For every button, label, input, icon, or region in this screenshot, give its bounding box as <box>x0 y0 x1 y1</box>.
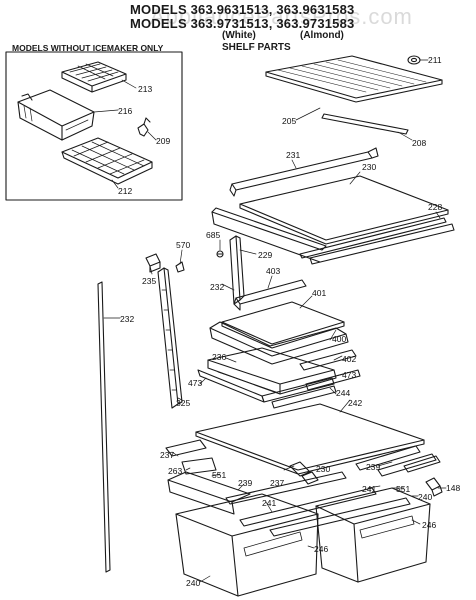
shelf-rail-drawing <box>321 113 409 135</box>
variant-white: (White) <box>222 30 256 41</box>
leader-lines <box>93 59 447 583</box>
part-number: 228 <box>428 202 442 212</box>
variant-almond: (Almond) <box>300 30 344 41</box>
models-line-2: MODELS 363.9731513, 363.9731583 <box>130 16 355 31</box>
part-number: 235 <box>142 276 156 286</box>
part-number: 236 <box>212 352 226 362</box>
side-rail-drawing <box>211 207 455 265</box>
cap-part-drawing <box>407 55 421 65</box>
inset-box <box>5 51 183 201</box>
shelf-trim-drawing <box>233 279 307 311</box>
part-number: 232 <box>210 282 224 292</box>
ice-tray-drawing <box>61 61 127 93</box>
knob-drawing <box>425 477 443 497</box>
ice-bin-drawing <box>17 89 95 141</box>
long-rail-mid-drawing <box>157 267 183 409</box>
long-rail-left-drawing <box>97 281 111 573</box>
bracket-drawing <box>137 117 151 137</box>
part-number-labels: 213 216 209 212 211 205 208 231 230 228 … <box>118 55 460 588</box>
part-number: 211 <box>428 55 442 65</box>
part-number: 148 <box>446 483 460 493</box>
part-number: 209 <box>156 136 170 146</box>
part-number: 237 <box>270 478 284 488</box>
part-number: 213 <box>138 84 152 94</box>
part-number: 401 <box>312 288 326 298</box>
part-number: 325 <box>176 398 190 408</box>
section-title: SHELF PARTS <box>222 42 291 53</box>
part-number: 242 <box>348 398 362 408</box>
screw-drawing <box>216 250 224 258</box>
part-number: 205 <box>282 116 296 126</box>
models-line-1: MODELS 363.9631513, 363.9631583 <box>130 2 355 17</box>
left-bracket-drawing <box>165 439 217 475</box>
part-number: 473 <box>188 378 202 388</box>
part-number: 402 <box>342 354 356 364</box>
front-trim-drawing <box>229 147 379 197</box>
part-number: 241 <box>362 484 376 494</box>
right-rail-drawing <box>355 445 441 477</box>
wire-shelf-drawing <box>265 55 443 103</box>
crisper-frame-drawing <box>207 347 357 395</box>
rack-drawing <box>61 137 153 185</box>
shelf-frame-drawing <box>209 321 349 365</box>
part-number: 239 <box>366 462 380 472</box>
watermark: AppliancePartsPros.com <box>150 4 413 29</box>
part-number: 244 <box>336 388 350 398</box>
mid-bracket-drawing <box>167 471 251 515</box>
glass-shelf-drawing <box>239 175 449 245</box>
clip-drawing <box>145 253 185 273</box>
part-number: 208 <box>412 138 426 148</box>
part-number: 246 <box>422 520 436 530</box>
part-number: 239 <box>238 478 252 488</box>
part-number: 551 <box>396 484 410 494</box>
part-number: 403 <box>266 266 280 276</box>
part-number: 229 <box>258 250 272 260</box>
left-drawer-drawing <box>175 493 319 597</box>
part-number: 231 <box>286 150 300 160</box>
crisper-cover-drawing <box>195 403 425 475</box>
part-number: 570 <box>176 240 190 250</box>
part-number: 241 <box>262 498 276 508</box>
part-number: 237 <box>160 450 174 460</box>
part-number: 263 <box>168 466 182 476</box>
part-number: 246 <box>314 544 328 554</box>
part-number: 240 <box>186 578 200 588</box>
part-number: 230 <box>316 464 330 474</box>
right-drawer-drawing <box>315 487 431 583</box>
part-number: 212 <box>118 186 132 196</box>
inset-title: MODELS WITHOUT ICEMAKER ONLY <box>12 43 164 53</box>
part-number: 232 <box>120 314 134 324</box>
support-rail-drawing <box>261 377 337 409</box>
part-number: 685 <box>206 230 220 240</box>
shelf-support-drawing <box>229 235 245 305</box>
part-number: 473 <box>342 370 356 380</box>
part-number: 551 <box>212 470 226 480</box>
part-number: 216 <box>118 106 132 116</box>
part-number: 400 <box>332 334 346 344</box>
part-number: 240 <box>418 492 432 502</box>
glass-panel-drawing <box>221 301 345 349</box>
part-number: 230 <box>362 162 376 172</box>
